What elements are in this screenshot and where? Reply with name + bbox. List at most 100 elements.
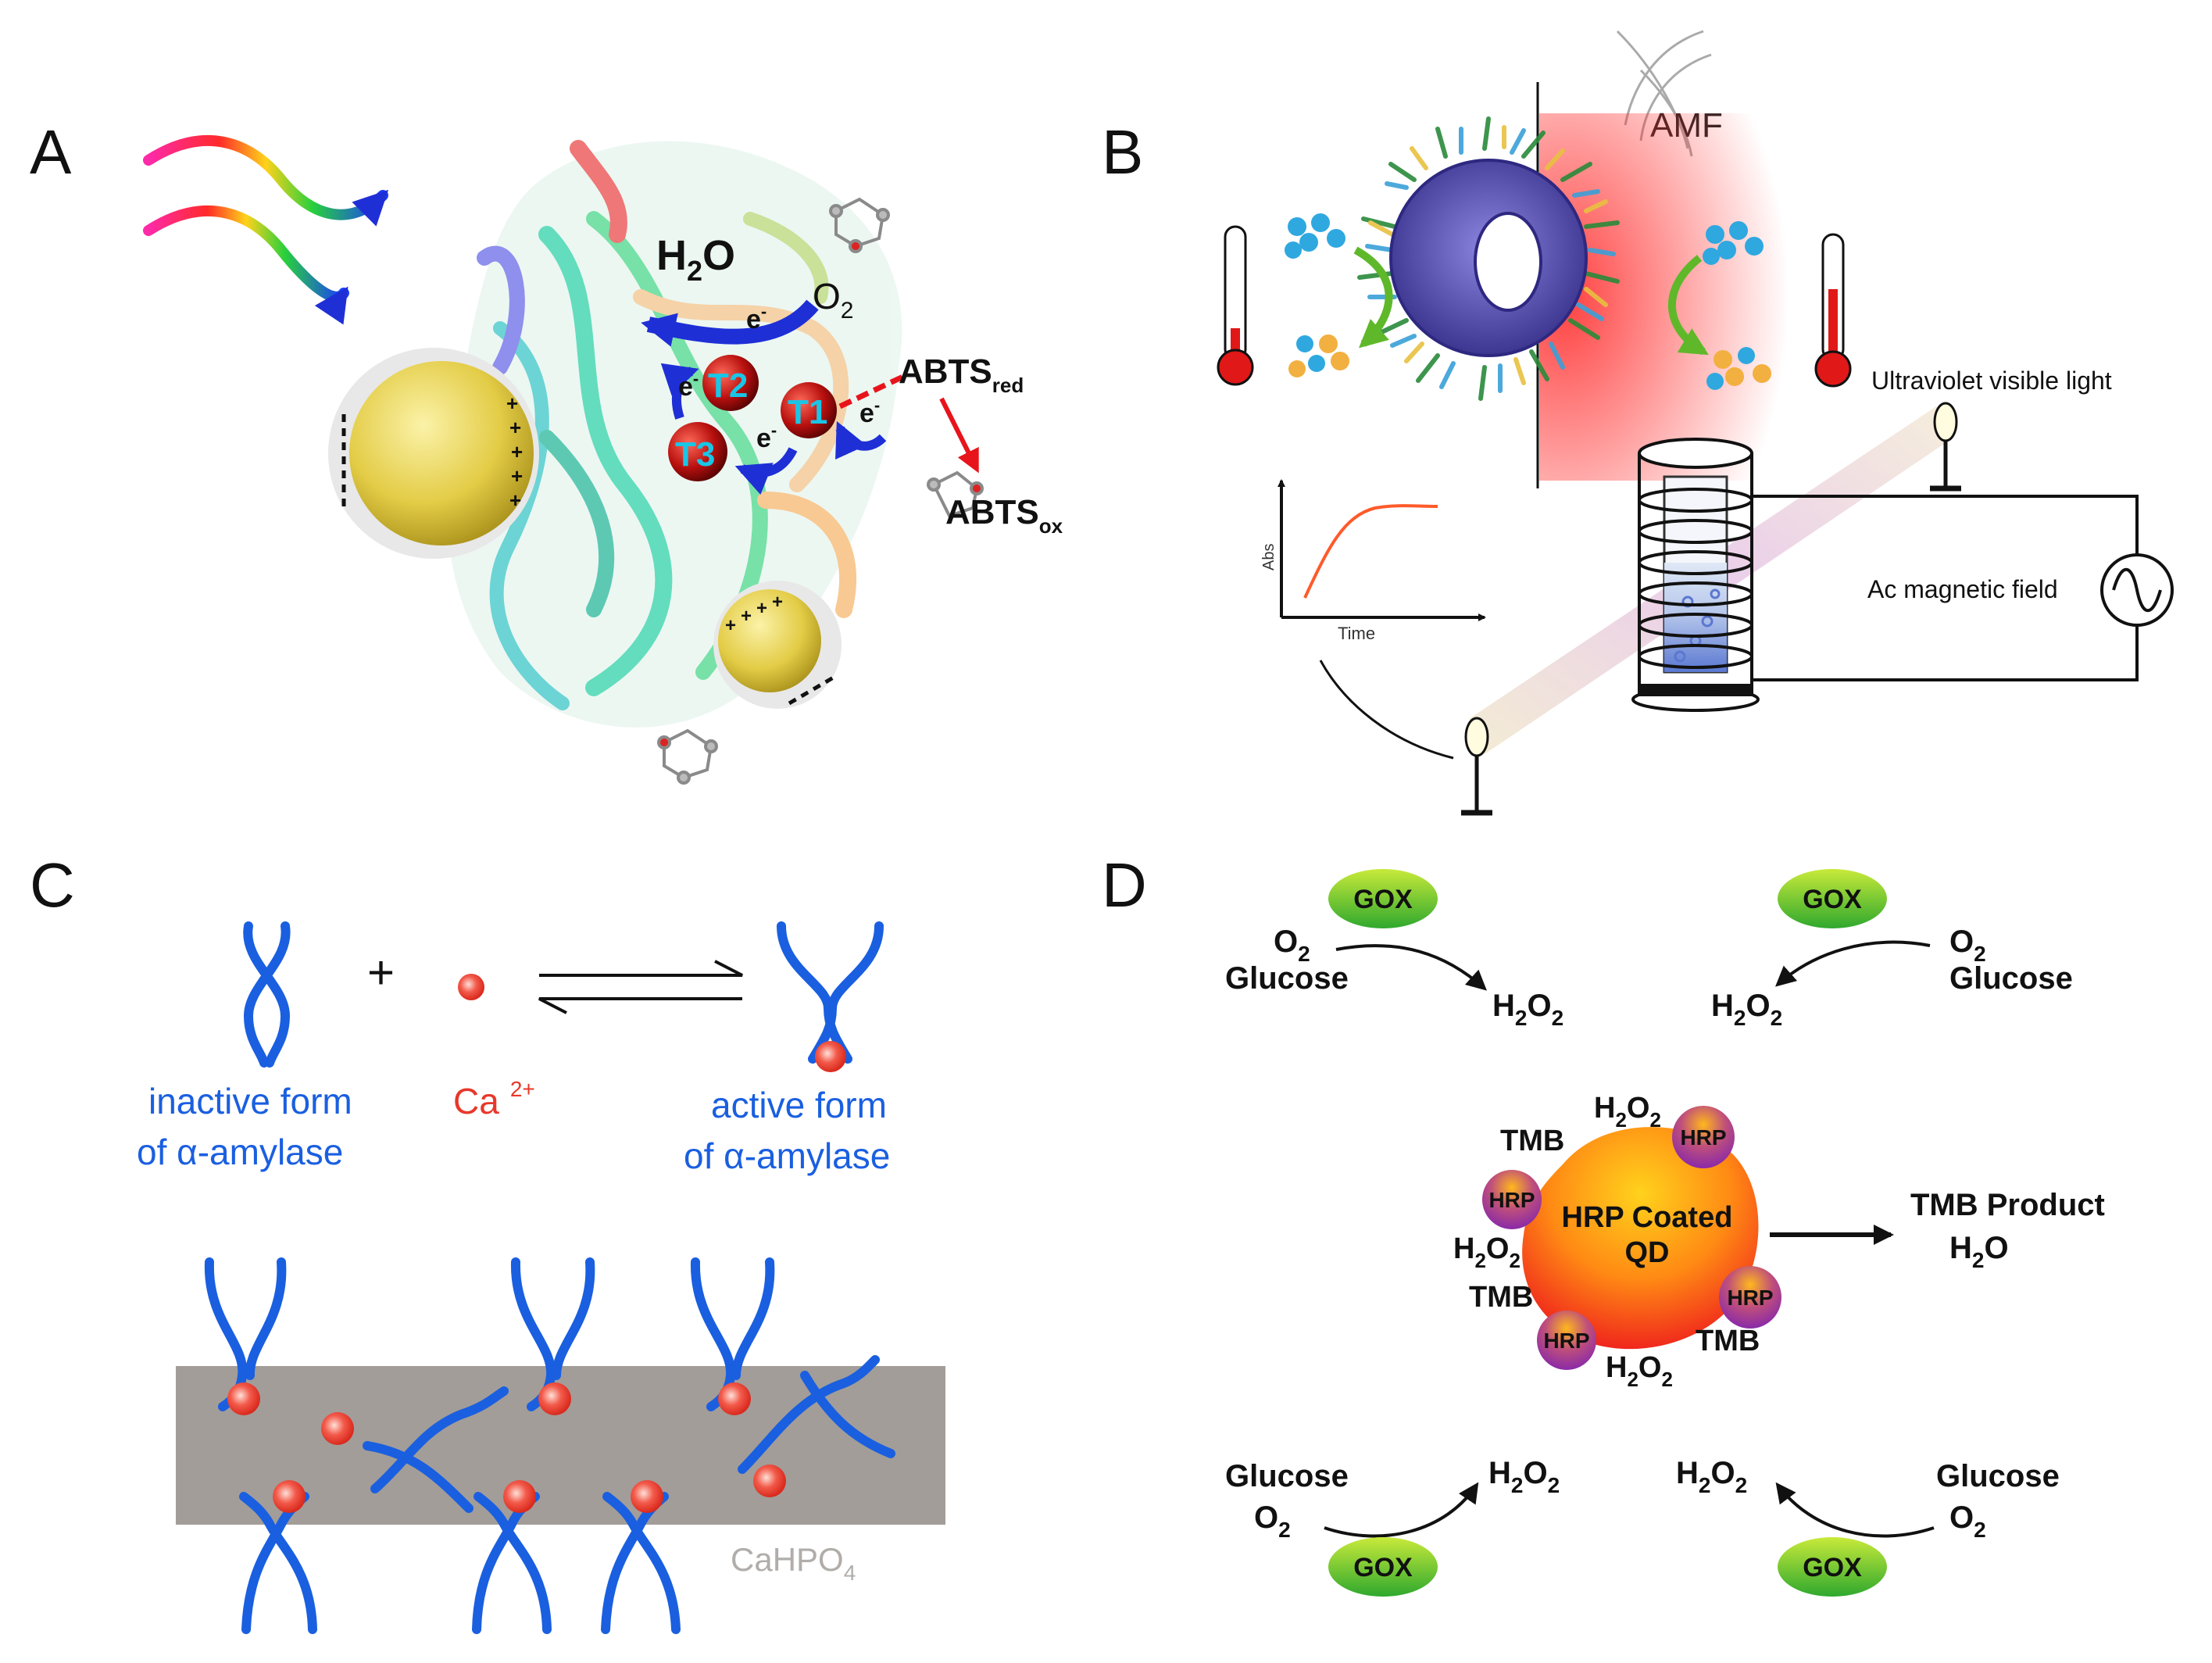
induction-coil-cuvette — [1631, 438, 1760, 712]
svg-text:H2O2: H2O2 — [1453, 1232, 1521, 1272]
svg-text:O2: O2 — [1949, 1500, 1986, 1542]
gold-nanoparticle-small — [713, 581, 842, 709]
gox-reaction-top-left: GOX O2 Glucose H2O2 — [1225, 869, 1563, 1030]
svg-text:Glucose: Glucose — [1225, 961, 1349, 996]
svg-text:+: + — [756, 598, 767, 619]
svg-text:O2: O2 — [1274, 924, 1310, 966]
inactive-form-label-1: inactive form — [148, 1081, 352, 1121]
svg-text:HRP Coated: HRP Coated — [1562, 1201, 1733, 1234]
o2-reduction-arrow — [641, 299, 819, 347]
svg-text:TMB: TMB — [1469, 1281, 1533, 1314]
active-amylase-shape — [777, 921, 884, 1072]
svg-text:O2: O2 — [1254, 1500, 1291, 1542]
svg-text:H2O2: H2O2 — [1676, 1456, 1747, 1497]
thermometer-hot — [1814, 233, 1852, 388]
svg-text:H2O2: H2O2 — [1594, 1092, 1661, 1132]
absorbance-plot — [1278, 479, 1486, 621]
svg-text:H2O2: H2O2 — [1492, 989, 1563, 1030]
panel-b-label: B — [1102, 117, 1143, 187]
svg-text:+: + — [509, 416, 521, 439]
copper-site-t3 — [668, 422, 727, 481]
water-product-label: H2O — [1949, 1231, 2009, 1272]
calcium-ion — [458, 974, 484, 1000]
positive-charges-large: + + + + + — [506, 392, 523, 512]
electron-label-4: e- — [859, 395, 880, 428]
time-axis-label: Time — [1338, 624, 1375, 643]
svg-text:Glucose: Glucose — [1949, 961, 2073, 996]
magnetic-nanoring — [1357, 116, 1620, 401]
uv-light-label: Ultraviolet visible light — [1871, 367, 2112, 395]
panel-b: B AMF — [1102, 30, 2174, 816]
copper-site-t2-label: T2 — [708, 367, 748, 405]
svg-text:HRP: HRP — [1680, 1125, 1726, 1150]
abts-ox-label: ABTSox — [945, 493, 1063, 538]
svg-text:H2O2: H2O2 — [1606, 1351, 1673, 1391]
hrp-coated-qd: HRP Coated QD — [1522, 1127, 1759, 1350]
svg-text:+: + — [509, 488, 521, 512]
substrate-molecule-right — [927, 470, 984, 518]
heat-glow — [1539, 113, 1789, 481]
light-wave-2 — [143, 205, 349, 325]
gox-reaction-bottom-right: Glucose O2 H2O2 GOX — [1676, 1456, 2060, 1597]
svg-text:Glucose: Glucose — [1936, 1459, 2060, 1493]
copper-site-t2 — [702, 355, 759, 411]
substrate-molecule-bottom — [657, 728, 718, 785]
svg-text:GOX: GOX — [1353, 1553, 1413, 1583]
svg-text:H2O2: H2O2 — [1711, 989, 1782, 1030]
measurement-curve-arc — [1319, 660, 1454, 760]
panel-a-label: A — [30, 117, 72, 187]
electron-label-2: e- — [678, 369, 699, 402]
panel-d-label: D — [1102, 850, 1147, 920]
electron-arrow-t1 — [835, 420, 887, 460]
cahpo4-label: CaHPO4 — [731, 1541, 856, 1585]
conversion-arrow-right — [1668, 255, 1709, 356]
svg-text:+: + — [511, 440, 523, 463]
svg-text:HRP: HRP — [1488, 1188, 1535, 1212]
gox-reaction-bottom-left: Glucose O2 H2O2 GOX — [1225, 1456, 1560, 1597]
electron-label-3: e- — [756, 420, 777, 453]
inactive-amylase-shape — [243, 921, 291, 1068]
electron-label-1: e- — [746, 302, 767, 334]
conversion-arrow-left — [1353, 246, 1393, 349]
svg-text:TMB: TMB — [1696, 1325, 1760, 1357]
svg-text:+: + — [772, 592, 783, 613]
ac-circuit — [1752, 495, 2174, 681]
positive-charges-small: + + + + — [725, 592, 783, 636]
product-cluster-left — [1288, 334, 1349, 377]
bound-calcium-ions — [227, 1382, 786, 1513]
electron-arrow-t1-t3 — [734, 447, 798, 495]
svg-text:HRP: HRP — [1543, 1329, 1589, 1353]
copper-site-t1 — [781, 382, 837, 438]
svg-text:GOX: GOX — [1803, 885, 1862, 914]
oxygen-label: O2 — [813, 276, 853, 324]
inactive-form-label-2: of α-amylase — [137, 1132, 343, 1172]
svg-text:+: + — [725, 615, 736, 636]
equilibrium-arrows — [538, 960, 743, 1014]
abs-axis-label: Abs — [1260, 544, 1278, 570]
ac-field-label: Ac magnetic field — [1867, 575, 2058, 603]
svg-text:+: + — [511, 464, 523, 488]
plus-sign: + — [367, 946, 395, 999]
substrate-molecule-top — [829, 197, 890, 253]
svg-text:HRP: HRP — [1727, 1286, 1773, 1310]
qd-substrate-labels: H2O2 TMB H2O2 TMB TMB H2O2 — [1453, 1092, 1760, 1391]
svg-text:+: + — [506, 392, 518, 415]
svg-text:GOX: GOX — [1803, 1553, 1862, 1583]
panel-a: A — [30, 117, 1063, 785]
svg-text:TMB: TMB — [1500, 1125, 1564, 1157]
abts-oxidation-arrow — [939, 397, 979, 474]
light-wave-1 — [143, 134, 389, 227]
copper-site-t3-label: T3 — [675, 435, 715, 474]
active-form-label-2: of α-amylase — [684, 1135, 890, 1176]
svg-text:+: + — [741, 606, 752, 627]
svg-text:H2O2: H2O2 — [1488, 1456, 1560, 1497]
gold-nanoparticle-large — [328, 348, 539, 559]
abts-red-label: ABTSred — [899, 352, 1024, 397]
copper-site-t1-label: T1 — [788, 393, 827, 431]
panel-d: D GOX O2 Glucose H2O2 GOX O2 Glucose H2O… — [1102, 850, 2105, 1597]
gox-reaction-top-right: GOX O2 Glucose H2O2 — [1711, 869, 2073, 1030]
substrate-cluster-right — [1703, 221, 1764, 265]
